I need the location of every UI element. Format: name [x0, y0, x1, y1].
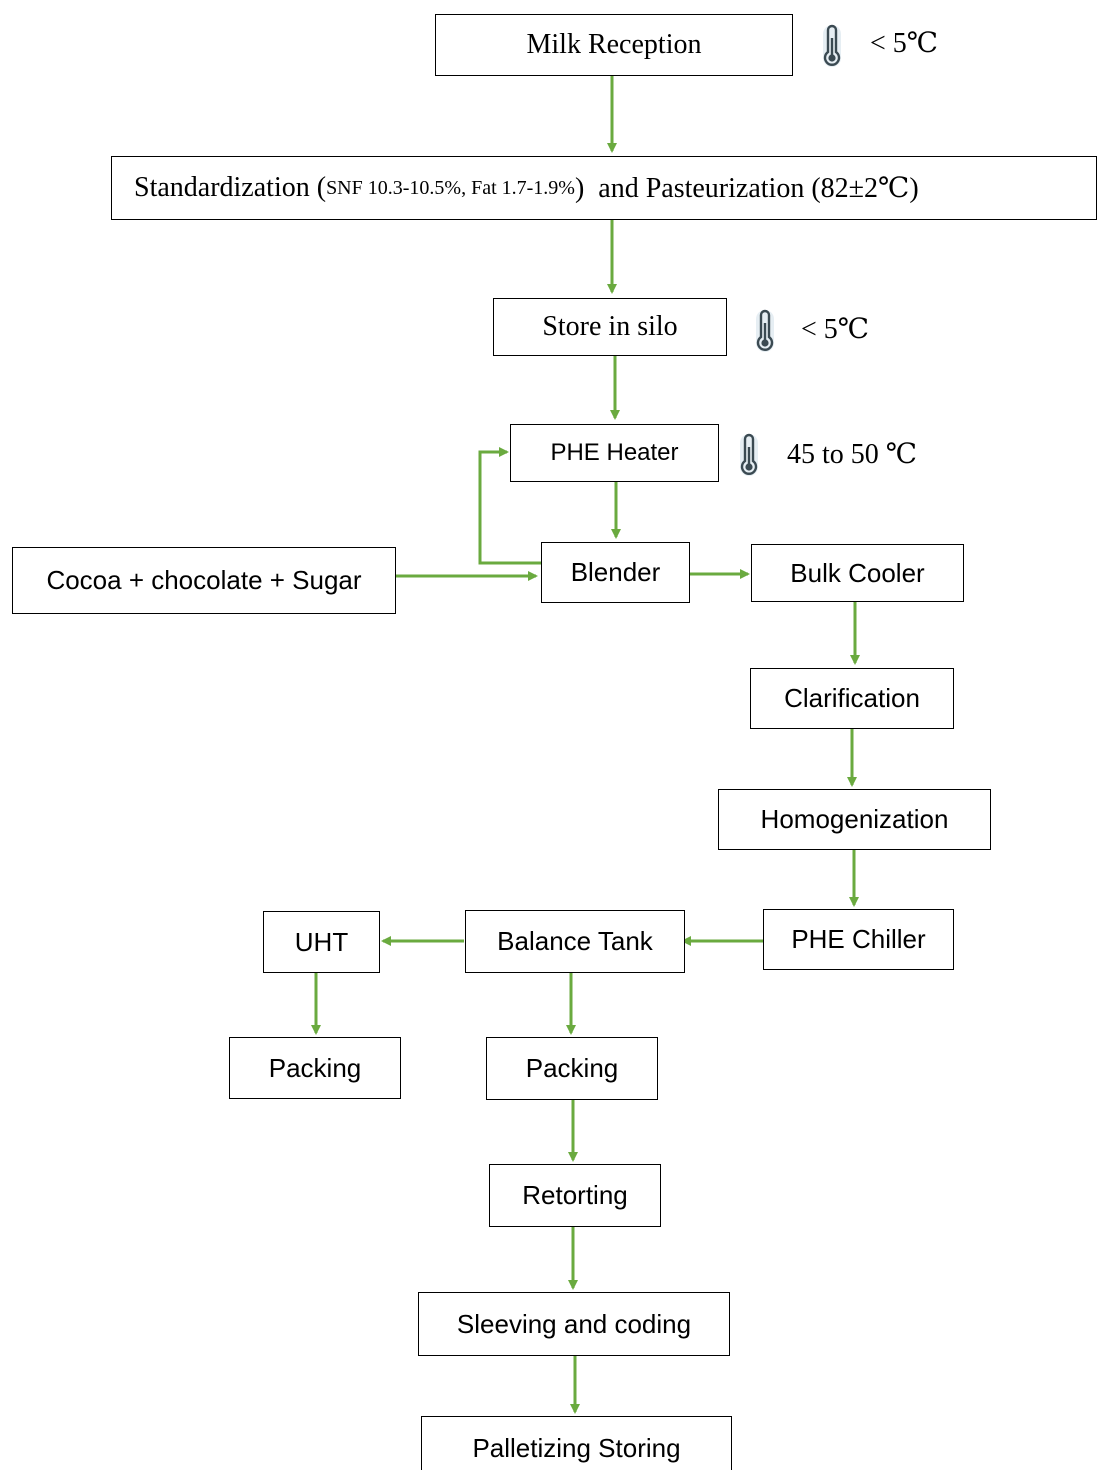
palletizing-storing-box: Palletizing Storing	[421, 1416, 732, 1470]
bulk-cooler-box: Bulk Cooler	[751, 544, 964, 602]
bulk-cooler-label: Bulk Cooler	[790, 557, 925, 588]
pasteurization-label: ) and Pasteurization (82±2℃)	[574, 173, 919, 204]
reception-temperature: < 5℃	[870, 28, 939, 59]
balance-tank-box: Balance Tank	[465, 910, 685, 973]
sleeving-coding-box: Sleeving and coding	[418, 1292, 730, 1356]
homogenization-box: Homogenization	[718, 789, 991, 850]
blender-label: Blender	[570, 557, 661, 587]
standardization-pasteurization-box: Standardization (SNF 10.3-10.5%, Fat 1.7…	[111, 156, 1097, 220]
store-in-silo-box: Store in silo	[493, 298, 727, 356]
packing-right-box: Packing	[486, 1037, 658, 1100]
milk-reception-box: Milk Reception	[435, 14, 793, 76]
packing-left-box: Packing	[229, 1037, 401, 1099]
thermometer-icon	[823, 24, 841, 67]
thermometer-icon	[740, 433, 758, 476]
homogenization-label: Homogenization	[760, 804, 949, 834]
retorting-box: Retorting	[489, 1164, 661, 1227]
milk-reception-label: Milk Reception	[526, 29, 702, 60]
phe-chiller-box: PHE Chiller	[763, 909, 954, 970]
uht-box: UHT	[263, 911, 380, 973]
cocoa-input-label: Cocoa + chocolate + Sugar	[46, 565, 362, 595]
standardization-label: Standardization (	[134, 172, 327, 203]
sleeving-coding-label: Sleeving and coding	[456, 1308, 692, 1339]
thermometer-icon	[756, 309, 774, 352]
packing-left-label: Packing	[268, 1052, 362, 1083]
clarification-box: Clarification	[750, 668, 954, 729]
arrow-blender-loop-to-heater	[478, 447, 541, 565]
palletizing-storing-label: Palletizing Storing	[472, 1432, 681, 1463]
store-in-silo-label: Store in silo	[542, 311, 678, 342]
standardization-detail: SNF 10.3-10.5%, Fat 1.7-1.9%	[326, 176, 575, 199]
cocoa-input-box: Cocoa + chocolate + Sugar	[12, 547, 396, 614]
balance-tank-label: Balance Tank	[497, 926, 653, 956]
phe-chiller-label: PHE Chiller	[791, 924, 926, 954]
retorting-label: Retorting	[522, 1180, 628, 1210]
phe-heater-box: PHE Heater	[510, 424, 719, 482]
uht-label: UHT	[294, 926, 349, 957]
heater-temperature: 45 to 50 ℃	[787, 439, 918, 470]
blender-box: Blender	[541, 542, 690, 603]
phe-heater-label: PHE Heater	[550, 439, 679, 466]
clarification-label: Clarification	[784, 683, 920, 713]
silo-temperature: < 5℃	[801, 314, 870, 345]
packing-right-label: Packing	[525, 1053, 619, 1083]
